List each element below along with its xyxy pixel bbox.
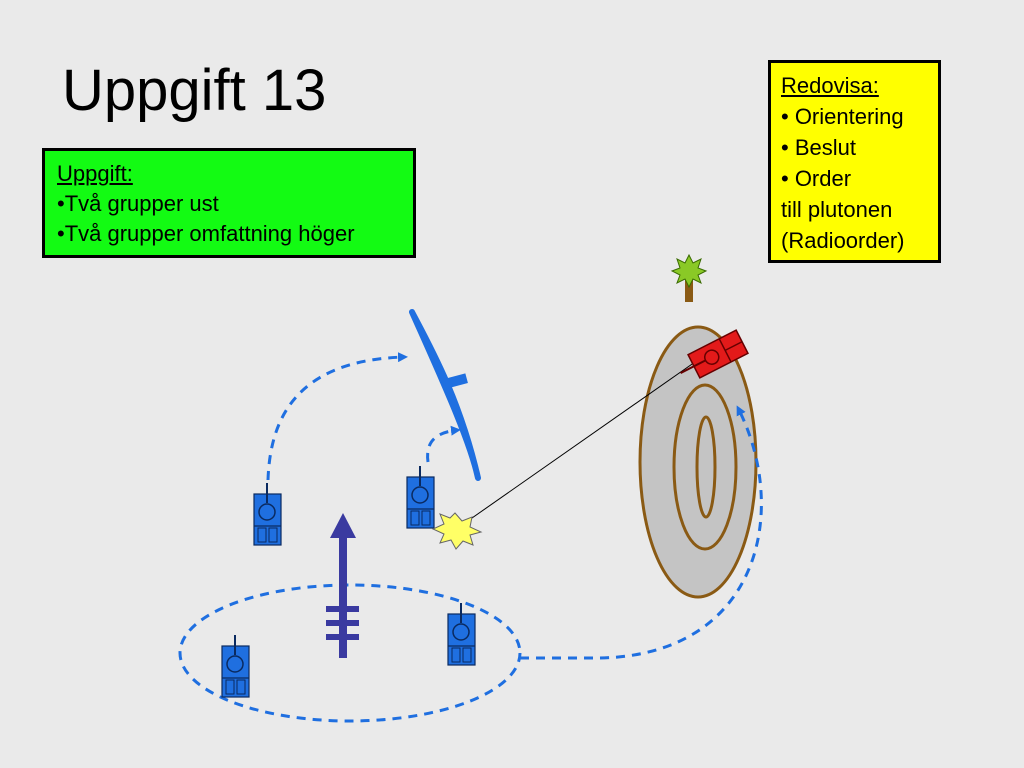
task-item: •Två grupper ust [57,191,219,216]
route-left-group [266,352,408,481]
task-heading: Uppgift: [57,161,133,186]
report-heading: Redovisa: [781,73,879,98]
tree-icon [670,253,708,302]
report-item: • Order [781,166,852,191]
arrow-up-icon [326,513,359,658]
fire-line [461,361,696,526]
report-box: Redovisa: • Orientering • Beslut • Order… [768,60,941,263]
task-box: Uppgift: •Två grupper ust •Två grupper o… [42,148,416,258]
enemy-tank-icon [680,329,749,379]
tank-icon [221,635,250,698]
route-center-group [426,425,461,463]
report-item: • Beslut [781,135,856,160]
tank-icon [447,603,476,666]
page-title: Uppgift 13 [62,58,327,123]
report-footer-line: (Radioorder) [781,228,905,253]
ditch-obstacle [409,309,481,481]
explosion-icon [431,512,483,550]
assembly-area [178,583,522,723]
report-footer-line: till plutonen [781,197,893,222]
report-item: • Orientering [781,104,904,129]
tank-icon [406,466,435,529]
task-item: •Två grupper omfattning höger [57,221,355,246]
tank-icon [253,483,282,546]
